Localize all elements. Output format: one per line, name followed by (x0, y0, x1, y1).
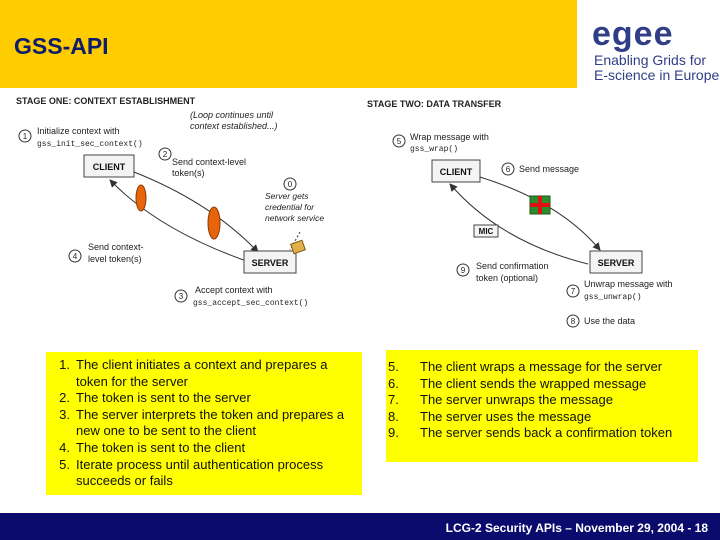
logo-tagline-2: E-science in Europe (594, 67, 720, 83)
step8-number: 8 (571, 317, 576, 326)
step0-badge (283, 177, 297, 191)
stage-two-steps-box: 5.The client wraps a message for the ser… (386, 350, 698, 462)
step6-badge (501, 162, 515, 176)
step3-number: 3 (179, 292, 184, 301)
step6-label: Send message (519, 164, 579, 174)
step1-function: gss_init_sec_context() (37, 140, 143, 149)
loop-note-1: (Loop continues until (190, 110, 274, 120)
step9-badge (456, 263, 470, 277)
step1-badge (18, 129, 32, 143)
stage-two-server-label: SERVER (598, 258, 635, 268)
slide-title: GSS-API (14, 33, 109, 59)
gss-diagram: STAGE ONE: CONTEXT ESTABLISHMENT (Loop c… (14, 94, 688, 332)
step1-number: 1 (23, 132, 28, 141)
step7-function: gss_unwrap() (584, 293, 642, 302)
list-item: 8.The server uses the message (388, 408, 592, 424)
stage-one-title: STAGE ONE: CONTEXT ESTABLISHMENT (16, 96, 196, 106)
step0-number: 0 (288, 180, 293, 189)
step2-label-1: Send context-level (172, 157, 246, 167)
step7-label: Unwrap message with (584, 279, 673, 289)
stage-one-client-box (83, 154, 135, 178)
stage-two-title: STAGE TWO: DATA TRANSFER (367, 99, 502, 109)
step0-label-2: credential for (265, 202, 315, 212)
list-item: 2.The token is sent to the server (59, 390, 251, 406)
list-item: 7.The server unwraps the message (388, 392, 613, 408)
logo-tagline-1: Enabling Grids for (594, 52, 707, 68)
list-item: 3.The server interprets the token and pr… (59, 406, 345, 439)
step9-number: 9 (461, 266, 466, 275)
stage-two-panel (362, 94, 688, 332)
stage-one-client-label: CLIENT (93, 162, 126, 172)
list-item: 1.The client initiates a context and pre… (59, 357, 328, 389)
arrow-server-to-client (109, 179, 256, 265)
stage-two-client-label: CLIENT (440, 167, 473, 177)
stage-one-panel (14, 94, 356, 320)
step7-number: 7 (571, 287, 576, 296)
stage-one-server-label: SERVER (252, 258, 289, 268)
logo-wordmark: egee (592, 15, 674, 53)
step7-badge (566, 284, 580, 298)
step5-label: Wrap message with (410, 132, 489, 142)
stage-two-client-box (431, 159, 481, 183)
step3-label: Accept context with (195, 285, 273, 295)
token-1 (135, 184, 147, 212)
list-item: 6.The client sends the wrapped message (388, 375, 647, 391)
step4-number: 4 (73, 252, 78, 261)
stage-one-steps-box: 1.The client initiates a context and pre… (46, 352, 362, 495)
step0-label-3: network service (265, 213, 324, 223)
step3-badge (174, 289, 188, 303)
logo-panel (577, 0, 720, 90)
step5-number: 5 (397, 137, 402, 146)
step9-label-2: token (optional) (476, 273, 538, 283)
step0-label-1: Server gets (265, 191, 309, 201)
header-bar (0, 0, 577, 88)
step5-function: gss_wrap() (410, 145, 458, 154)
credential-icon (290, 239, 306, 255)
step2-number: 2 (163, 150, 168, 159)
gift-ribbon-h (530, 203, 550, 207)
stage-one-server-box (243, 250, 297, 274)
step4-label-2: level token(s) (88, 254, 142, 264)
list-item: 4.The token is sent to the client (59, 439, 246, 455)
step3-function: gss_accept_sec_context() (193, 299, 308, 308)
list-item: 5.The client wraps a message for the ser… (388, 359, 663, 374)
footer-text: LCG-2 Security APIs – November 29, 2004 … (445, 521, 708, 535)
step5-badge (392, 134, 406, 148)
step4-label-1: Send context- (88, 242, 144, 252)
list-item: 9.The server sends back a confirmation t… (388, 425, 673, 441)
step8-badge (566, 314, 580, 328)
stage-two-server-box (589, 250, 643, 274)
arrow-confirmation (449, 183, 589, 265)
mic-box (473, 224, 499, 238)
step6-number: 6 (506, 165, 511, 174)
arrow-client-to-server (133, 171, 259, 253)
step2-label-2: token(s) (172, 168, 205, 178)
step4-badge (68, 249, 82, 263)
footer-bar: LCG-2 Security APIs – November 29, 2004 … (0, 513, 720, 540)
step1-label: Initialize context with (37, 126, 120, 136)
list-item: 5. Iterate process until authentication … (59, 456, 324, 489)
loop-note-2: context established...) (190, 121, 278, 131)
mic-label: MIC (479, 227, 494, 236)
step8-label: Use the data (584, 316, 635, 326)
token-2 (207, 206, 221, 240)
step9-label-1: Send confirmation (476, 261, 549, 271)
step2-badge (158, 147, 172, 161)
